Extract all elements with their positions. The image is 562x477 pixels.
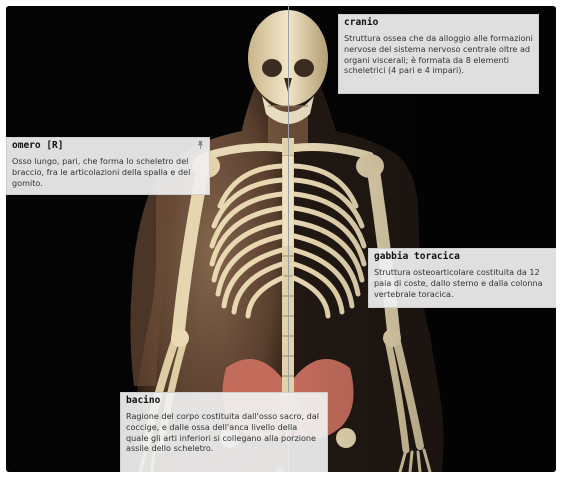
label-bacino[interactable]: bacino Ragione del corpo costituita dall… bbox=[120, 392, 328, 472]
label-cranio-title: cranio bbox=[344, 17, 533, 29]
label-gabbia-toracica[interactable]: gabbia toracica Struttura osteoarticolar… bbox=[368, 248, 556, 308]
label-omero[interactable]: omero [R] Osso lungo, pari, che forma lo… bbox=[6, 137, 210, 195]
label-omero-title: omero [R] bbox=[12, 140, 204, 152]
label-bacino-text: Ragione del corpo costituita dall'osso s… bbox=[126, 411, 322, 454]
label-gabbia-toracica-text: Struttura osteoarticolare costituita da … bbox=[374, 267, 556, 299]
anatomy-viewer[interactable]: cranio Struttura ossea che da alloggio a… bbox=[6, 6, 556, 472]
label-cranio[interactable]: cranio Struttura ossea che da alloggio a… bbox=[338, 14, 539, 94]
label-gabbia-toracica-title: gabbia toracica bbox=[374, 251, 556, 263]
label-omero-text: Osso lungo, pari, che forma lo scheletro… bbox=[12, 156, 204, 188]
pin-icon[interactable] bbox=[196, 140, 205, 149]
bottom-handle[interactable] bbox=[276, 467, 284, 472]
label-bacino-title: bacino bbox=[126, 395, 322, 407]
label-cranio-text: Struttura ossea che da alloggio alle for… bbox=[344, 33, 533, 76]
